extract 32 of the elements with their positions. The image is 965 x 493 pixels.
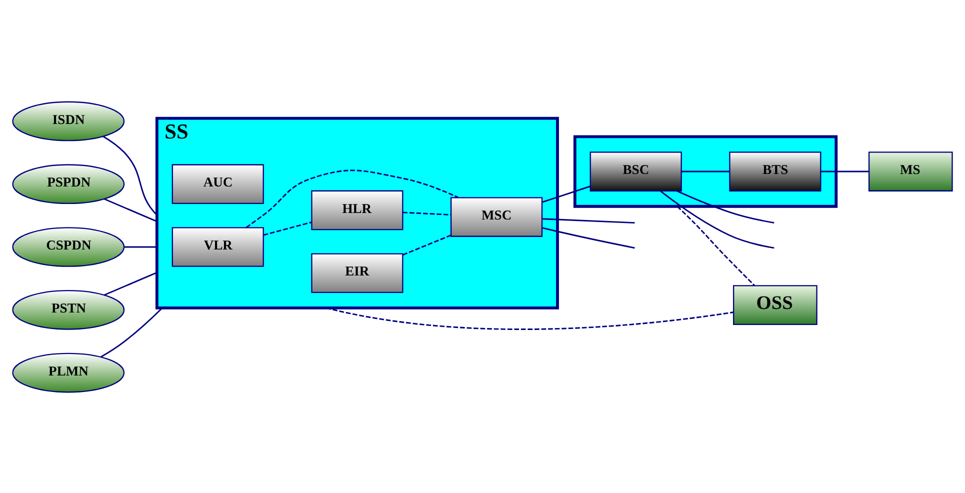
node-ellipse: ISDN (12, 100, 125, 141)
node-ellipse: PLMN (12, 352, 125, 392)
connector (246, 169, 459, 228)
node-box: MS (868, 151, 953, 191)
connector (104, 198, 158, 222)
connector (402, 234, 451, 256)
node-ellipse: PSPDN (12, 164, 125, 204)
connector (660, 190, 774, 248)
node-box: AUC (172, 164, 264, 204)
node-box: EIR (311, 252, 404, 293)
node-box: HLR (311, 190, 404, 230)
connector (820, 170, 869, 172)
node-box: BSC (590, 151, 682, 191)
connector (326, 306, 734, 330)
node-box: MSC (450, 196, 543, 236)
connector (124, 246, 157, 248)
connector (676, 190, 774, 224)
node-box: OSS (733, 284, 818, 324)
node-box: VLR (172, 226, 264, 266)
connector (676, 205, 756, 286)
connector (681, 170, 730, 172)
connector (100, 306, 163, 357)
connector (104, 271, 158, 296)
connector (263, 221, 312, 236)
node-ellipse: CSPDN (12, 226, 125, 266)
node-ellipse: PSTN (12, 289, 125, 330)
cluster (573, 134, 838, 208)
node-box: BTS (729, 151, 822, 191)
connector (542, 218, 635, 224)
connector (542, 226, 635, 248)
connector (402, 211, 451, 216)
connector (102, 135, 158, 216)
